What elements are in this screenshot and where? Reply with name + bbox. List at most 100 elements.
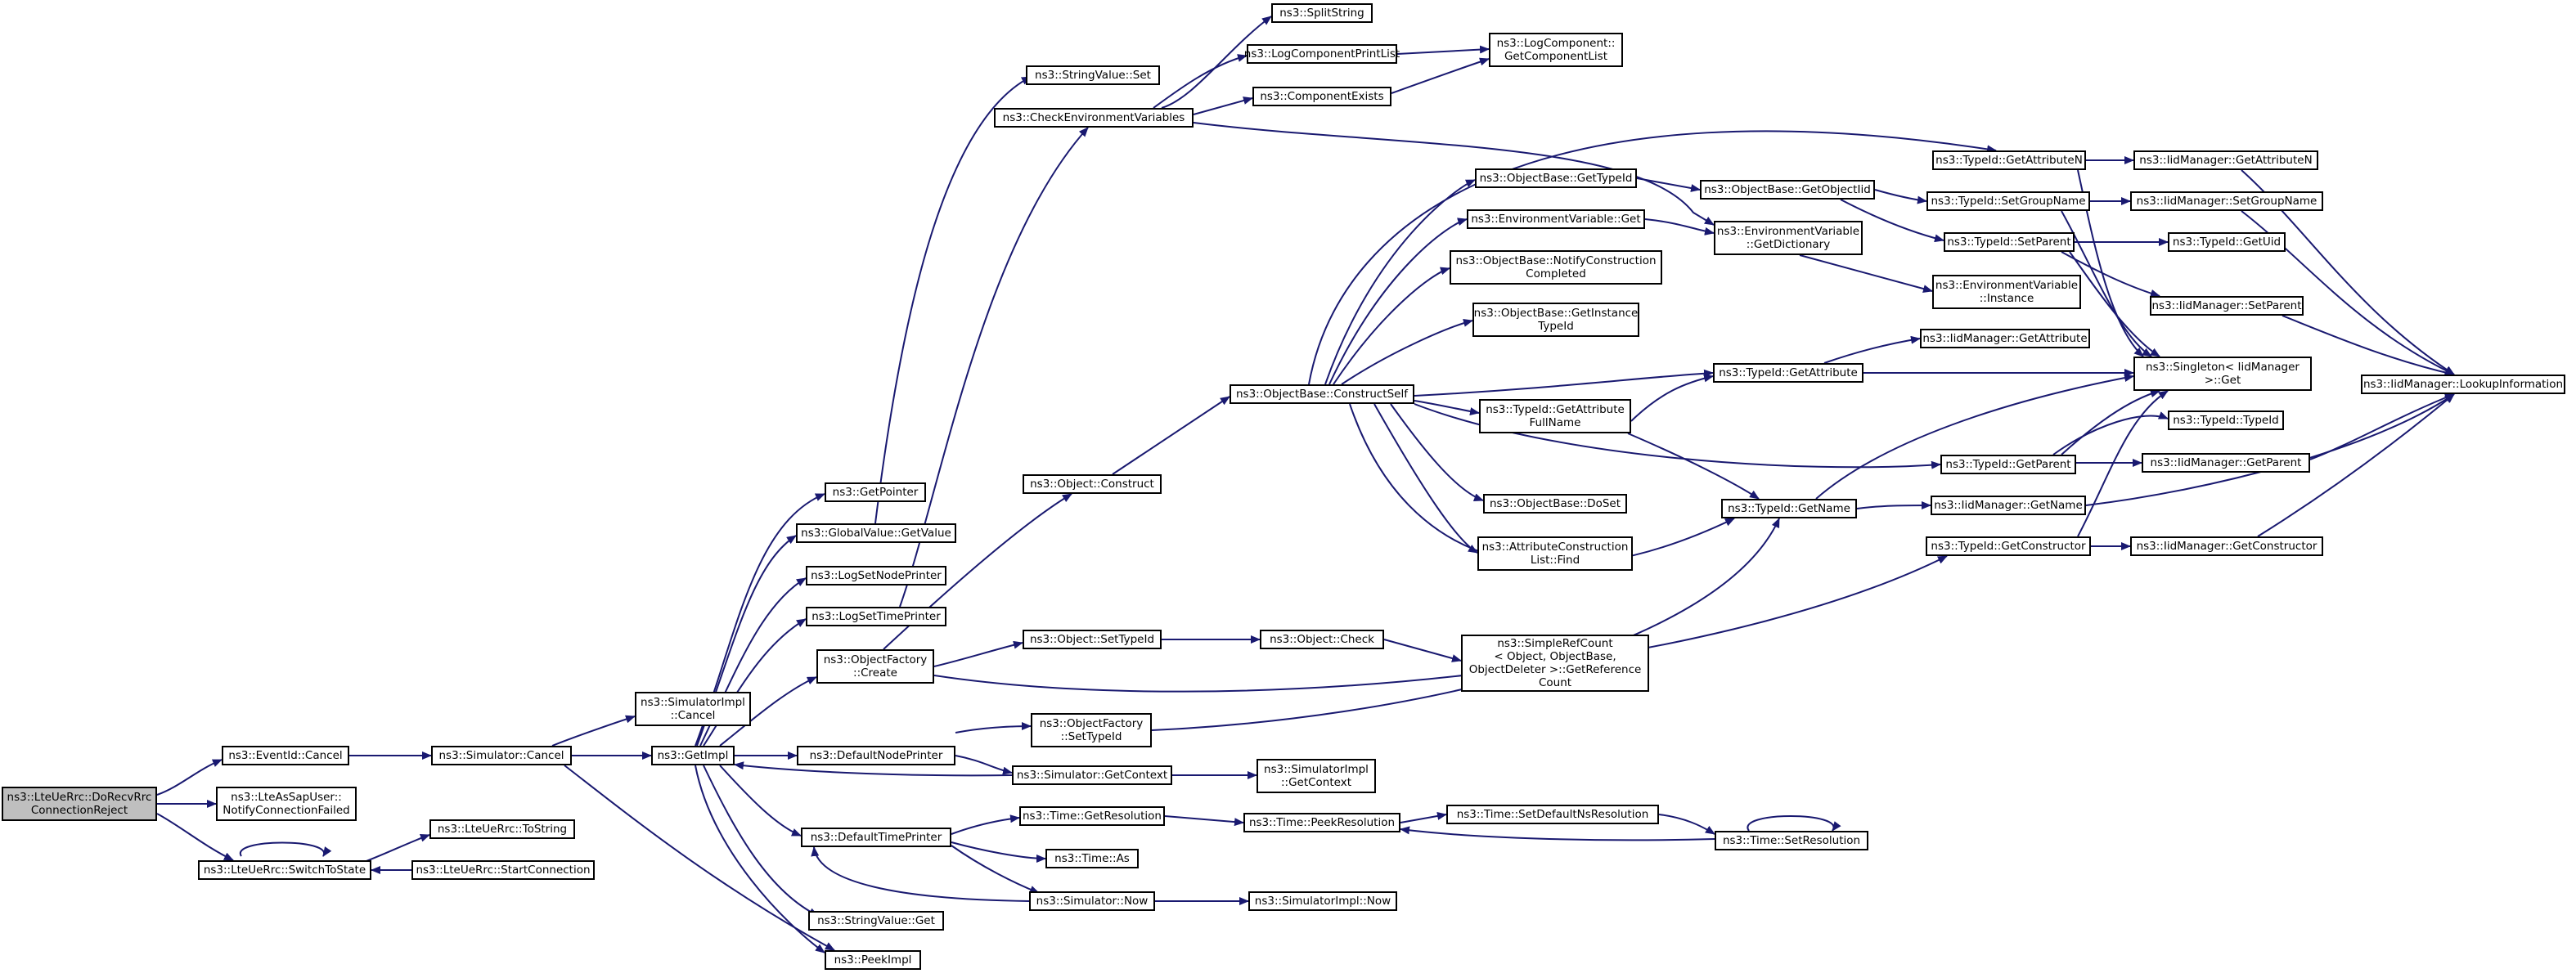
node-environment-variable-get-dictionary[interactable]: ns3::EnvironmentVariable::GetDictionary xyxy=(1714,221,1863,255)
node-object-base-construct-self[interactable]: ns3::ObjectBase::ConstructSelf xyxy=(1230,384,1414,404)
node-iid-manager-set-parent[interactable]: ns3::IidManager::SetParent xyxy=(2150,296,2304,316)
node-simulator-impl-now[interactable]: ns3::SimulatorImpl::Now xyxy=(1248,891,1397,911)
edge-default-node-printer-to-sim-get-context xyxy=(955,755,1013,775)
node-object-base-get-object-iid[interactable]: ns3::ObjectBase::GetObjectIid xyxy=(1700,180,1875,200)
edge-sim-cancel-to-simimpl-cancel xyxy=(551,715,636,747)
node-type-id-set-parent[interactable]: ns3::TypeId::SetParent xyxy=(1944,232,2075,252)
node-time-peek-resolution[interactable]: ns3::Time::PeekResolution xyxy=(1243,813,1400,832)
node-time-as[interactable]: ns3::Time::As xyxy=(1045,849,1139,868)
edge-construct-self-to-ac-find xyxy=(1373,403,1478,554)
node-log-set-time-printer[interactable]: ns3::LogSetTimePrinter xyxy=(806,607,946,626)
node-log-component-print-list[interactable]: ns3::LogComponentPrintList xyxy=(1244,44,1400,64)
edge-default-time-printer-to-time-get-res xyxy=(951,814,1020,835)
edge-sim-now-to-default-time-printer xyxy=(811,846,1030,902)
edge-get-impl-to-peek-impl xyxy=(695,765,825,953)
node-type-id-get-attribute[interactable]: ns3::TypeId::GetAttribute xyxy=(1713,363,1863,383)
node-iid-manager-get-attribute-n[interactable]: ns3::IidManager::GetAttributeN xyxy=(2133,150,2318,170)
node-object-base-get-type-id[interactable]: ns3::ObjectBase::GetTypeId xyxy=(1475,168,1637,188)
node-type-id-get-name[interactable]: ns3::TypeId::GetName xyxy=(1721,499,1857,518)
edge-construct-self-to-ob-notify xyxy=(1333,267,1450,385)
node-lte-ue-rrc-to-string[interactable]: ns3::LteUeRrc::SwitchToStatens3::LteUeRr… xyxy=(429,819,575,839)
node-type-id-get-uid[interactable]: ns3::TypeId::GetUid xyxy=(2168,232,2286,252)
node-object-set-type-id[interactable]: ns3::Object::SetTypeId xyxy=(1023,630,1162,649)
node-lte-ue-rrc-switch-to-state[interactable]: ns3::LteUeRrc::SwitchToState xyxy=(198,860,371,880)
node-iid-manager-set-group-name[interactable]: ns3::IidManager::SetGroupName xyxy=(2130,191,2323,211)
node-global-value-get-value[interactable]: ns3::GlobalValue::GetValue xyxy=(796,523,956,543)
edge-env-get-to-env-get-dict xyxy=(1644,218,1715,236)
node-object-factory-set-type-id[interactable]: ns3::ObjectFactory::SetTypeId xyxy=(1031,713,1152,747)
edge-ob-get-type-id-to-ob-get-object-iid xyxy=(1636,177,1701,192)
node-split-string[interactable]: ns3::SplitString xyxy=(1271,3,1373,23)
node-event-id-cancel[interactable]: ns3::EventId::Cancel xyxy=(222,746,349,765)
node-object-construct[interactable]: ns3::Object::Construct xyxy=(1023,474,1162,494)
node-iid-manager-get-parent[interactable]: ns3::IidManager::GetParent xyxy=(2142,453,2310,473)
node-time-get-resolution[interactable]: ns3::Time::GetResolution xyxy=(1019,806,1165,826)
edge-set-default-to-set-res xyxy=(1658,814,1715,835)
edge-construct-self-to-tid-get-attr-full xyxy=(1414,400,1480,415)
edge-tid-set-parent-to-iid-set-parent xyxy=(2061,251,2160,298)
node-lte-as-sap-user-notify-connection-failed[interactable]: ns3::LteAsSapUser::NotifyConnectionFaile… xyxy=(216,787,357,821)
node-simulator-impl-cancel[interactable]: ns3::SimulatorImpl::Cancel xyxy=(635,692,751,726)
node-iid-manager-get-attribute[interactable]: ns3::IidManager::GetAttribute xyxy=(1920,329,2090,348)
node-string-value-set[interactable]: ns3::StringValue::Set xyxy=(1026,65,1160,85)
edge-construct-self-to-ob-get-instance xyxy=(1341,319,1473,385)
node-type-id-get-parent[interactable]: ns3::TypeId::GetParent xyxy=(1940,455,2076,474)
self-loop-switch-to-state xyxy=(239,841,332,857)
edge-get-impl-to-default-time-printer xyxy=(719,765,802,837)
node-time-set-resolution[interactable]: ns3::Time::SetResolution xyxy=(1715,831,1868,850)
node-object-check[interactable]: ns3::Object::Check xyxy=(1260,630,1384,649)
edge-check-env-to-comp-exists xyxy=(1193,96,1253,115)
edge-default-time-printer-to-time-as xyxy=(951,841,1046,863)
node-string-value-get[interactable]: ns3::StringValue::Get xyxy=(808,911,944,931)
node-simulator-get-context[interactable]: ns3::Simulator::GetContext xyxy=(1012,765,1172,785)
node-object-base-do-set[interactable]: ns3::ObjectBase::DoSet xyxy=(1483,494,1627,514)
node-type-id-type-id[interactable]: ns3::TypeId::TypeId xyxy=(2168,410,2284,430)
node-check-environment-variables[interactable]: ns3::CheckEnvironmentVariables xyxy=(994,108,1194,128)
edge-time-peek-to-set-default xyxy=(1400,812,1447,823)
node-object-factory-create[interactable]: ns3::ObjectFactory::Create xyxy=(816,649,934,684)
node-environment-variable-instance[interactable]: ns3::EnvironmentVariable::Instance xyxy=(1932,275,2081,309)
node-environment-variable-get[interactable]: ns3::EnvironmentVariable::Get xyxy=(1467,209,1645,229)
node-default-node-printer[interactable]: ns3::DefaultNodePrinter xyxy=(797,746,955,765)
edge-of-create-to-obj-set-type-id xyxy=(933,640,1023,667)
node-component-exists[interactable]: ns3::ComponentExists xyxy=(1252,87,1391,106)
edge-check-env-to-env-get-dict xyxy=(1193,122,1715,226)
node-type-id-get-attribute-n[interactable]: ns3::TypeId::GetAttributeN xyxy=(1932,150,2086,170)
edge-get-impl-to-of-create xyxy=(719,676,817,747)
node-log-component-get-component-list[interactable]: ns3::LogComponent::GetComponentList xyxy=(1489,33,1623,67)
edge-iid-get-ctor-to-lookup xyxy=(2257,393,2455,537)
node-get-pointer[interactable]: ns3::GetPointer xyxy=(825,482,926,502)
node-simple-ref-count-get-reference-count[interactable]: ns3::SimpleRefCount< Object, ObjectBase,… xyxy=(1461,635,1649,692)
node-type-id-set-group-name[interactable]: ns3::TypeId::SetGroupName xyxy=(1926,191,2090,211)
edge-obj-check-to-ref-count xyxy=(1383,639,1462,662)
node-default-time-printer[interactable]: ns3::DefaultTimePrinter xyxy=(801,828,951,847)
edge-sim-get-context-to-get-impl xyxy=(734,761,1013,777)
edge-env-get-dict-to-env-instance xyxy=(1799,254,1933,293)
node-iid-manager-get-name[interactable]: ns3::IidManager::GetName xyxy=(1931,496,2086,515)
edge-check-env-to-log-comp-print xyxy=(1153,54,1248,109)
edge-construct-self-to-env-get xyxy=(1328,218,1468,385)
edge-log-comp-print-to-get-comp-list xyxy=(1396,45,1490,55)
node-time-set-default-ns-resolution[interactable]: ns3::Time::SetDefaultNsResolution xyxy=(1446,805,1659,824)
edge-tid-get-name-to-singleton xyxy=(1815,374,2134,500)
node-peek-impl[interactable]: ns3::PeekImpl xyxy=(825,950,921,970)
node-iid-manager-get-constructor[interactable]: ns3::IidManager::GetConstructor xyxy=(2130,536,2323,556)
edge-ob-get-object-iid-to-tid-set-group xyxy=(1874,189,1927,204)
node-singleton-iid-manager-get[interactable]: ns3::Singleton< IidManager >::Get xyxy=(2133,357,2312,391)
edge-tid-get-attr-to-iid-get-attr xyxy=(1823,335,1921,364)
edge-construct-self-to-ob-get-type-id xyxy=(1324,179,1476,385)
node-simulator-cancel[interactable]: ns3::Simulator::Cancel xyxy=(431,746,572,765)
node-log-set-node-printer[interactable]: ns3::LogSetNodePrinter xyxy=(806,566,946,585)
node-get-impl[interactable]: ns3::GetImpl xyxy=(651,746,735,765)
edge-get-impl-to-of-set-type-id xyxy=(955,722,1032,734)
node-type-id-get-constructor[interactable]: ns3::TypeId::GetConstructor xyxy=(1926,536,2091,556)
node-simulator-impl-get-context[interactable]: ns3::SimulatorImpl::GetContext xyxy=(1257,759,1376,793)
node-iid-manager-lookup-information[interactable]: ns3::IidManager::LookupInformation xyxy=(2361,375,2565,394)
node-simulator-now[interactable]: ns3::Simulator::Now xyxy=(1029,891,1155,911)
node-lte-ue-rrc-start-connection[interactable]: ns3::LteUeRrc::StartConnection xyxy=(411,860,595,880)
